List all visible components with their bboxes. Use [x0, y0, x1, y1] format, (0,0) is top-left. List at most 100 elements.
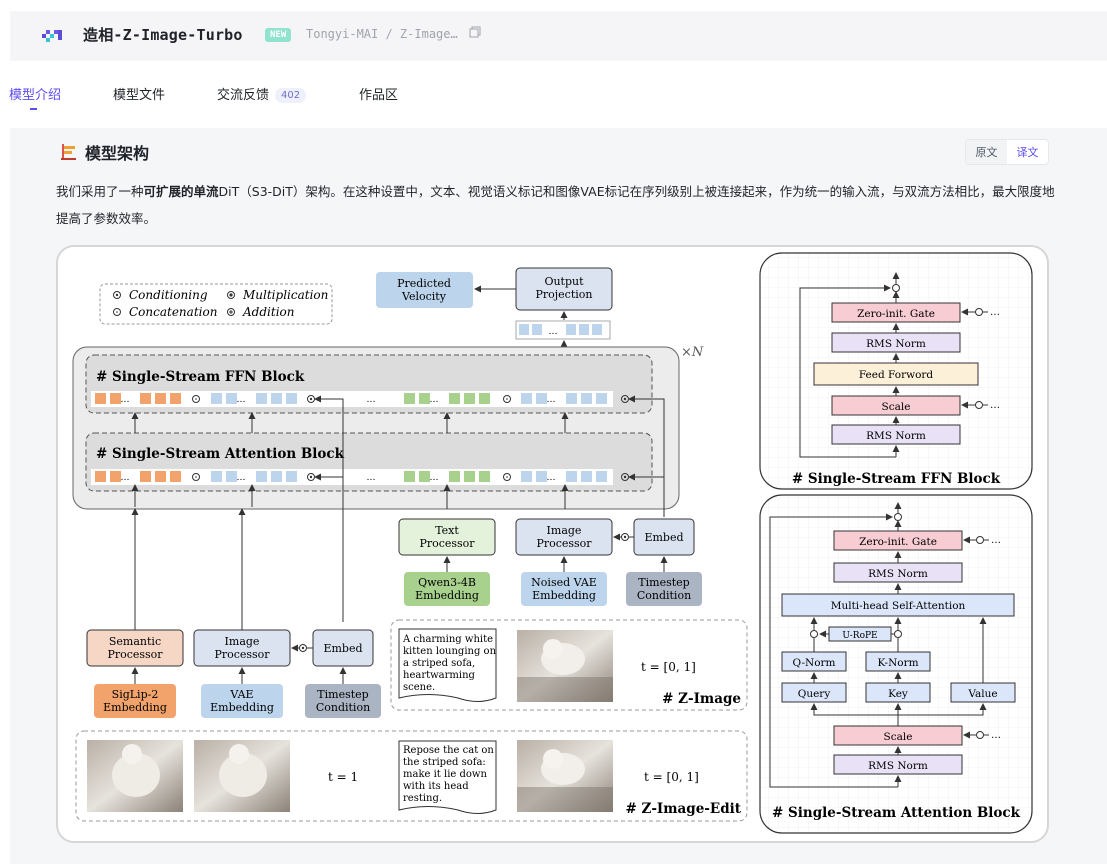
legend-multiplication: Multiplication [242, 288, 328, 302]
legend-conditioning: Conditioning [129, 288, 208, 302]
token-12 [449, 471, 460, 482]
token-1 [110, 471, 121, 482]
attn-scale-label: Scale [884, 731, 913, 743]
token-19 [596, 393, 607, 404]
token-13 [464, 393, 475, 404]
token-6 [226, 471, 237, 482]
embed-bottom-label: Embed [323, 642, 362, 655]
token-10 [404, 471, 415, 482]
siglip-embedding-box [94, 684, 176, 718]
tab-model-files[interactable]: 模型文件 [113, 88, 166, 103]
token-15 [521, 393, 532, 404]
token-1 [110, 393, 121, 404]
token-dots-3: … [430, 395, 439, 405]
text-processor-box [398, 518, 496, 556]
z-image-example [390, 619, 748, 711]
token-dots-0: … [121, 473, 130, 483]
attention-block-title: # Single-Stream Attention Block [96, 446, 345, 462]
repo-header: 造相-Z-Image-Turbo NEW Tongyi-MAI / Z-Imag… [10, 11, 1107, 61]
token-19 [596, 471, 607, 482]
attn-value-label: Value [967, 688, 997, 700]
output-tokens [519, 324, 602, 335]
attn-scale-dots: … [991, 730, 1001, 741]
architecture-diagram: Conditioning Multiplication Concatenatio… [72, 252, 1033, 834]
edit-prompt-card [398, 740, 497, 814]
token-2 [140, 393, 151, 404]
token-dots-1: … [237, 473, 246, 483]
attn-mhsa-label: Multi-head Self-Attention [831, 600, 966, 612]
para-bold-text: 可扩展的单流 [143, 184, 219, 199]
token-7 [256, 471, 267, 482]
token-dots-2: … [367, 395, 376, 405]
ffn-gate-label: Zero-init. Gate [857, 308, 935, 320]
legend-addition: Addition [242, 305, 294, 319]
timestep-top-box [626, 572, 702, 606]
ffn-rms1-label: RMS Norm [866, 338, 926, 350]
edit-output-image [517, 740, 613, 812]
attn-key-label: Key [888, 688, 908, 700]
attn-qnorm-label: Q-Norm [792, 657, 835, 669]
edit-input-image-1 [87, 740, 183, 812]
attention-token-row: …………… [95, 471, 629, 483]
active-tab-indicator [30, 108, 37, 110]
token-4 [170, 393, 181, 404]
attention-detail-panel: Zero-init. Gate RMS Norm Multi-head Self… [759, 494, 1033, 834]
modelscope-logo-icon [42, 30, 62, 42]
token-11 [419, 471, 430, 482]
attn-gate-dots: … [991, 535, 1001, 546]
ffn-block-title: # Single-Stream FFN Block [96, 369, 305, 385]
section-title: 模型架构 [85, 144, 150, 163]
repo-path-link[interactable]: Tongyi-MAI / Z-Image… [306, 27, 458, 41]
token-dots-1: … [237, 395, 246, 405]
image-processor-top-box [515, 518, 613, 556]
z-image-label: # Z-Image [662, 691, 741, 707]
qwen-embedding-box [404, 572, 490, 606]
attn-rope-label: U-RoPE [842, 631, 877, 641]
token-16 [536, 471, 547, 482]
token-14 [479, 393, 490, 404]
feedback-count-badge: 402 [275, 88, 307, 103]
token-13 [464, 471, 475, 482]
concat-symbol-0 [192, 473, 200, 481]
token-dots-4: … [547, 395, 556, 405]
edit-input-image-2 [194, 740, 290, 812]
token-11 [419, 393, 430, 404]
model-title: 造相-Z-Image-Turbo [83, 26, 243, 44]
token-dots-0: … [121, 395, 130, 405]
attn-query-label: Query [798, 688, 831, 700]
timestep-bottom-box [305, 684, 381, 718]
output-dots: … [549, 327, 558, 337]
edit-timestep: t = [0, 1] [644, 770, 699, 784]
ffn-gate-dots: … [990, 307, 1000, 318]
token-dots-3: … [430, 473, 439, 483]
legend-concatenation: Concatenation [129, 305, 217, 319]
token-5 [211, 393, 222, 404]
z-image-cat-image [517, 630, 613, 702]
construction-icon [61, 144, 76, 160]
ffn-detail-caption: # Single-Stream FFN Block [792, 471, 1001, 487]
toggle-original-button[interactable]: 原文 [966, 140, 1007, 164]
token-8 [271, 471, 282, 482]
edit-timestep-1: t = 1 [328, 770, 358, 784]
token-0 [95, 471, 106, 482]
embed-top-label: Embed [644, 531, 683, 544]
copy-icon[interactable] [469, 26, 481, 38]
token-0 [95, 393, 106, 404]
readme-content: 模型架构 原文 译文 我们采用了一种可扩展的单流DiT（S3-DiT）架构。在这… [10, 128, 1107, 864]
toggle-translated-button[interactable]: 译文 [1016, 146, 1039, 159]
attn-rms2-label: RMS Norm [868, 760, 928, 772]
tab-model-intro[interactable]: 模型介绍 [9, 88, 62, 103]
tab-gallery[interactable]: 作品区 [359, 88, 399, 103]
token-dots-4: … [547, 473, 556, 483]
